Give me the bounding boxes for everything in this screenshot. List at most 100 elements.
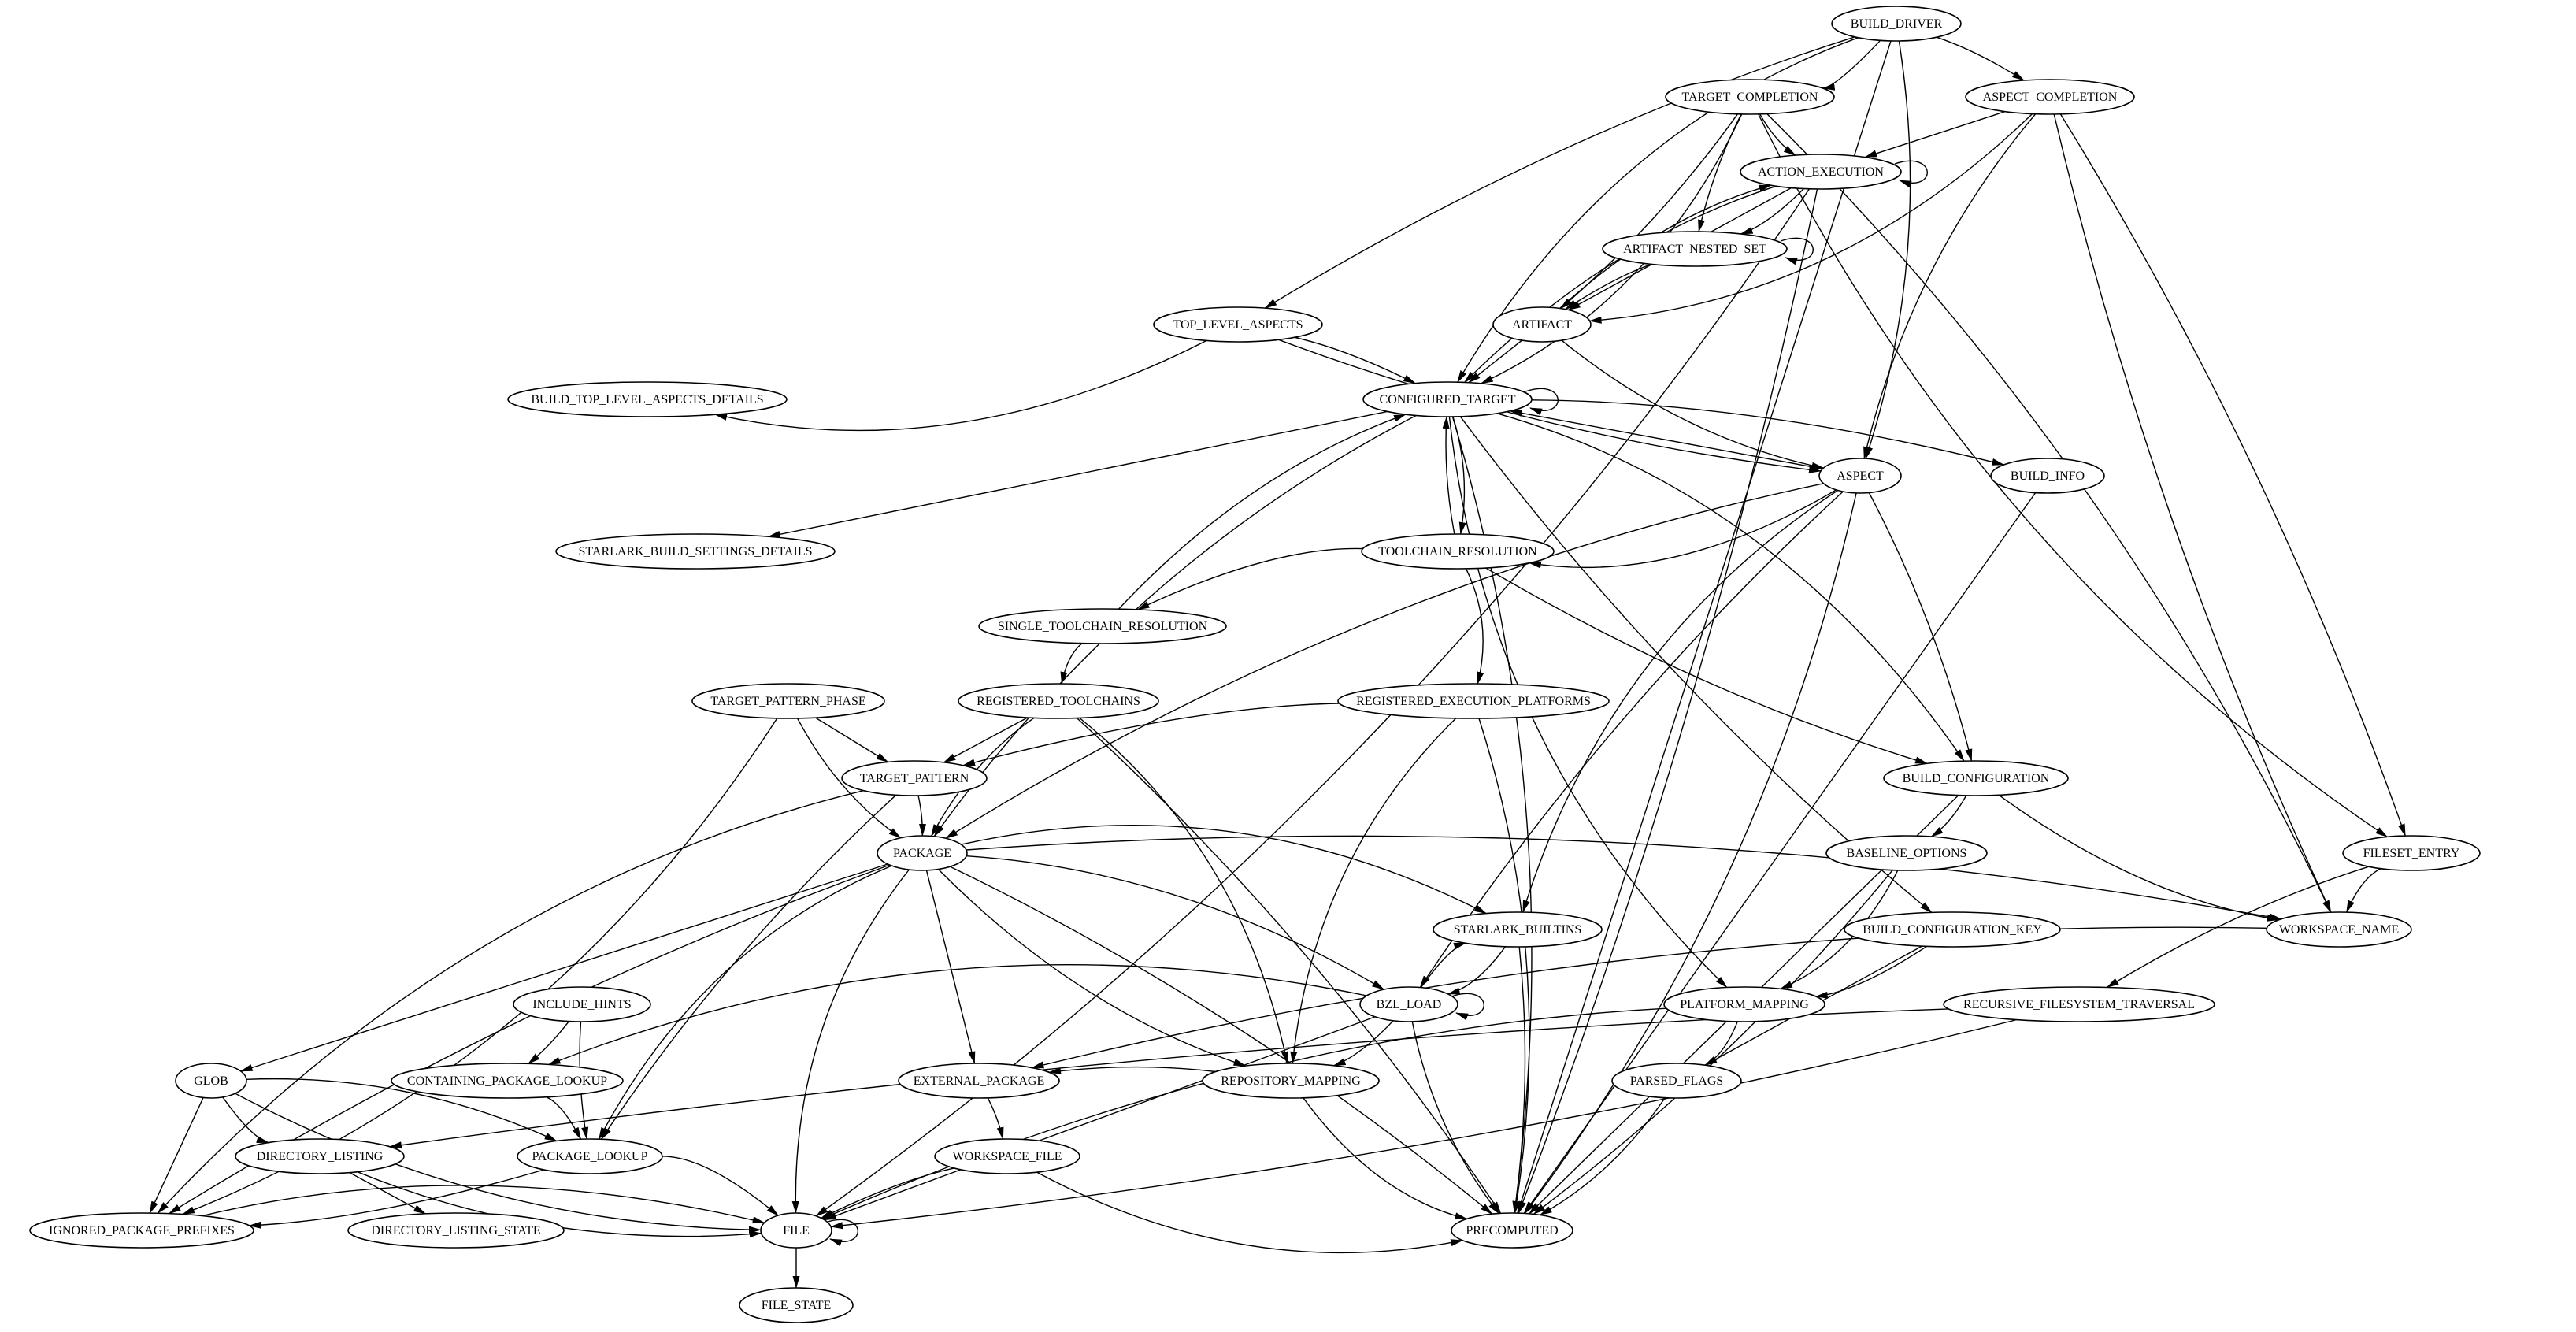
edge-aspect-to-configured_target	[1509, 410, 1823, 469]
edge-toolchain_resolution-to-single_toolchain_resolution	[1136, 547, 1363, 610]
node-ignored-package-prefixes: IGNORED_PACKAGE_PREFIXES	[29, 1212, 254, 1249]
edge-file-to-file	[825, 1219, 858, 1247]
node-configured-target: CONFIGURED_TARGET	[1362, 381, 1533, 417]
node-ellipse	[2266, 911, 2412, 948]
edge-top_level_aspects-to-aspect	[1278, 339, 1822, 473]
node-toolchain-resolution: TOOLCHAIN_RESOLUTION	[1361, 533, 1555, 570]
node-parsed-flags: PARSED_FLAGS	[1611, 1063, 1742, 1099]
node-ellipse	[517, 1138, 663, 1174]
edge-glob-to-ignored_package_prefixes	[149, 1097, 204, 1215]
node-label: ACTION_EXECUTION	[1758, 165, 1884, 179]
node-label: PLATFORM_MAPPING	[1680, 998, 1809, 1011]
node-ellipse	[2342, 835, 2481, 871]
edge-aspect_completion-to-artifact	[1588, 113, 2033, 324]
node-label: BUILD_CONFIGURATION_KEY	[1863, 923, 2042, 937]
edge-configured_target-to-package	[933, 414, 1417, 837]
edge-workspace_file-to-precomputed	[1036, 1171, 1464, 1254]
node-ellipse	[513, 986, 651, 1022]
edge-package_lookup-to-ignored_package_prefixes	[248, 1169, 544, 1229]
node-ellipse	[1883, 760, 2069, 796]
node-label: FILE_STATE	[762, 1299, 832, 1312]
node-ellipse	[1433, 911, 1603, 948]
node-registered-toolchains: REGISTERED_TOOLCHAINS	[958, 683, 1159, 719]
node-label: STARLARK_BUILTINS	[1454, 923, 1582, 937]
edge-aspect_completion-to-workspace_name	[2053, 113, 2332, 914]
node-aspect: ASPECT	[1818, 458, 1902, 494]
edge-registered_execution_platforms-to-repository_mapping	[1290, 718, 1457, 1064]
node-label: TOP_LEVEL_ASPECTS	[1173, 318, 1303, 332]
edge-package-to-file	[791, 869, 910, 1214]
edge-starlark_builtins-to-bzl_load	[1447, 946, 1506, 995]
edge-package-to-bzl_load	[966, 855, 1385, 990]
node-ellipse	[691, 683, 885, 719]
edge-baseline_options-to-precomputed	[1533, 870, 1893, 1215]
edge-top_level_aspects-to-configured_target	[1294, 336, 1417, 384]
node-label: BZL_LOAD	[1377, 998, 1442, 1011]
node-ellipse	[391, 1063, 624, 1099]
node-ellipse	[739, 1287, 854, 1323]
node-top-level-aspects: TOP_LEVEL_ASPECTS	[1153, 306, 1323, 343]
node-ellipse	[507, 381, 788, 417]
node-fileset-entry: FILESET_ENTRY	[2342, 835, 2481, 871]
node-label: TARGET_COMPLETION	[1682, 91, 1818, 104]
edge-configured_target-to-platform_mapping	[1448, 416, 1728, 989]
edge-build_driver-to-target_completion	[1822, 39, 1881, 91]
node-ellipse	[978, 608, 1227, 644]
node-ellipse	[1337, 683, 1610, 719]
node-label: BUILD_CONFIGURATION	[1903, 772, 2050, 785]
node-platform-mapping: PLATFORM_MAPPING	[1663, 986, 1825, 1022]
node-ellipse	[347, 1212, 565, 1249]
edge-package-to-package_lookup	[598, 865, 892, 1141]
edge-bzl_load-to-repository_mapping	[1332, 1020, 1394, 1067]
edge-include_hints-to-containing_package_lookup	[528, 1021, 569, 1065]
edge-target_pattern_phase-to-target_pattern	[815, 717, 889, 763]
node-ellipse	[841, 760, 988, 796]
edge-aspect-to-bzl_load	[1419, 491, 1844, 989]
node-package: PACKAGE	[877, 835, 968, 871]
edge-action_execution-to-configured_target	[1463, 185, 1777, 384]
node-recursive-filesystem-traversal: RECURSIVE_FILESYSTEM_TRAVERSAL	[1943, 986, 2215, 1022]
edge-package-to-glob	[239, 863, 888, 1072]
node-include-hints: INCLUDE_HINTS	[513, 986, 651, 1022]
edge-package-to-workspace_name	[966, 835, 2282, 921]
edge-aspect-to-toolchain_resolution	[1528, 489, 1837, 569]
node-directory-listing: DIRECTORY_LISTING	[235, 1138, 405, 1174]
node-artifact-nested-set: ARTIFACT_NESTED_SET	[1602, 231, 1788, 267]
edge-registered_execution_platforms-to-precomputed	[1478, 718, 1530, 1214]
node-containing-package-lookup: CONTAINING_PACKAGE_LOOKUP	[391, 1063, 624, 1099]
edge-action_execution-to-artifact_nested_set	[1740, 188, 1804, 235]
node-ellipse	[877, 835, 968, 871]
edge-aspect-to-precomputed	[1524, 492, 1857, 1215]
edge-toolchain_resolution-to-build_configuration	[1485, 567, 1929, 764]
edge-target_completion-to-action_execution	[1759, 113, 1796, 156]
node-target-pattern: TARGET_PATTERN	[841, 760, 988, 796]
node-label: PACKAGE_LOOKUP	[532, 1150, 648, 1163]
edge-platform_mapping-to-file	[821, 1007, 1666, 1219]
node-ellipse	[934, 1138, 1080, 1174]
node-label: RECURSIVE_FILESYSTEM_TRAVERSAL	[1963, 998, 2195, 1011]
edge-fileset_entry-to-workspace_name	[2345, 868, 2381, 914]
edge-package-to-external_package	[925, 870, 976, 1064]
node-ellipse	[1361, 533, 1555, 570]
node-build-configuration: BUILD_CONFIGURATION	[1883, 760, 2069, 796]
node-bzl-load: BZL_LOAD	[1359, 986, 1458, 1022]
node-label: TARGET_PATTERN_PHASE	[710, 695, 865, 708]
node-action-execution: ACTION_EXECUTION	[1740, 154, 1902, 190]
node-ellipse	[1990, 458, 2105, 494]
edge-build_driver-to-top_level_aspects	[1264, 36, 1855, 309]
edge-directory_listing-to-directory_listing_state	[349, 1171, 427, 1215]
edge-workspace_file-to-file	[820, 1167, 954, 1219]
node-label: INCLUDE_HINTS	[532, 998, 631, 1011]
edge-package-to-starlark_builtins	[961, 825, 1487, 915]
edge-parsed_flags-to-precomputed	[1539, 1097, 1666, 1216]
edge-build_driver-to-aspect	[1865, 40, 1911, 460]
node-label: WORKSPACE_NAME	[2279, 923, 2399, 937]
edge-build_configuration-to-workspace_name	[1998, 794, 2280, 922]
edge-aspect-to-build_configuration	[1868, 492, 1973, 762]
node-registered-execution-platforms: REGISTERED_EXECUTION_PLATFORMS	[1337, 683, 1610, 719]
edge-action_execution-to-precomputed	[1518, 188, 1818, 1215]
edge-build_driver-to-configured_target	[1457, 37, 1859, 384]
edge-aspect-to-package	[945, 483, 1824, 839]
